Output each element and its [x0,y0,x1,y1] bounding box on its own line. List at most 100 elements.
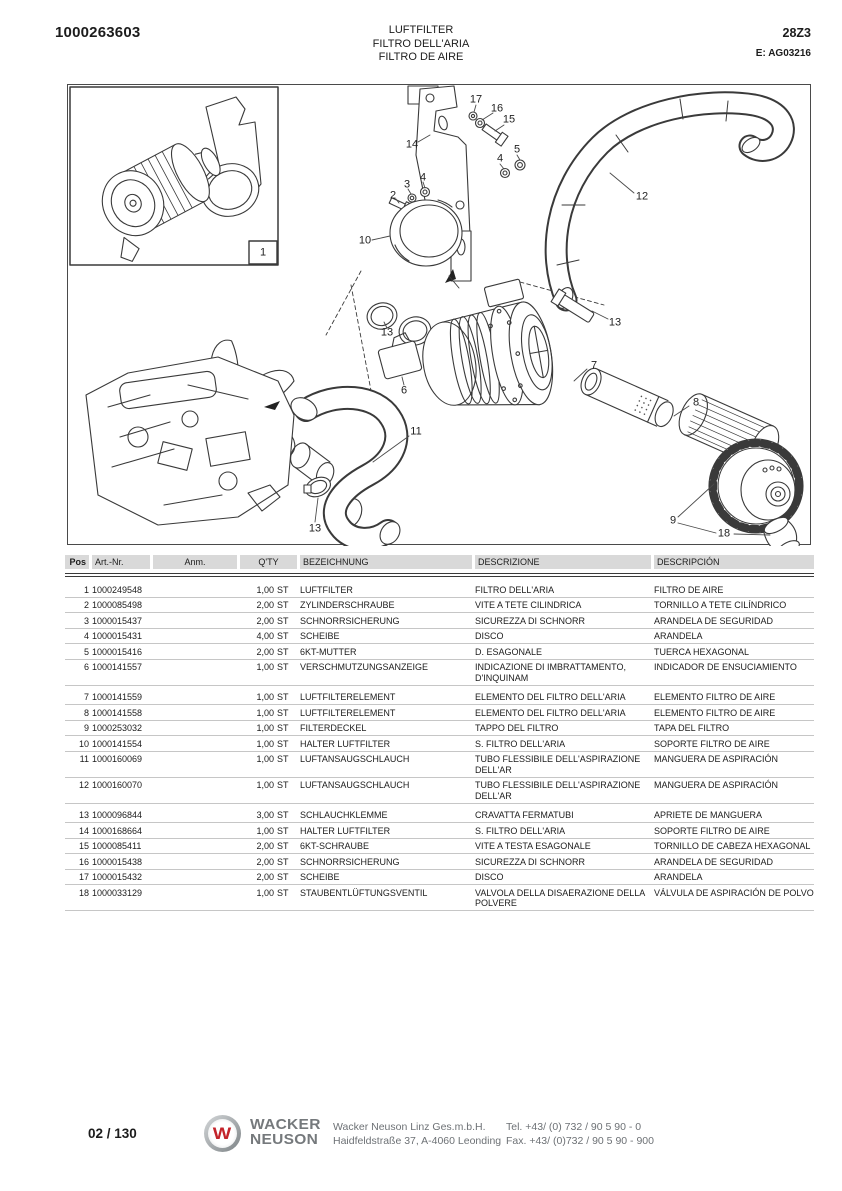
part-callout-11: 11 [410,425,422,438]
cell-pos: 10 [78,738,89,749]
cell-es: ELEMENTO FILTRO DE AIRE [654,692,776,702]
logo-word-1: WACKER [250,1116,321,1133]
cell-es: SOPORTE FILTRO DE AIRE [654,738,770,749]
logo-monogram: W [213,1124,232,1143]
cell-it: ELEMENTO DEL FILTRO DELL'ARIA [475,707,626,718]
cell-qty: 1,00 [256,780,274,790]
cell-pos: 18 [78,887,89,898]
cell-it: TUBO FLESSIBILE DELL'ASPIRAZIONE DELL'AR [475,754,641,775]
cell-pos: 4 [83,631,89,641]
cell-it: DISCO [475,872,504,882]
cell-bez: 6KT-MUTTER [300,646,357,657]
cell-unit: ST [277,646,289,657]
logo-word-2: NEUSON [250,1130,319,1148]
revision-code: E: AG03216 [755,48,811,59]
cell-pos: 6 [83,662,89,672]
cell-art: 1000168664 [92,825,143,836]
cell-bez: ZYLINDERSCHRAUBE [300,600,395,610]
part-callout-3: 3 [403,178,411,191]
part-callout-6: 6 [400,384,408,397]
part-callout-14: 14 [405,138,419,151]
cell-bez: SCHEIBE [300,631,340,641]
cell-art: 1000015438 [92,856,143,867]
cell-bez: LUFTFILTER [300,584,353,595]
code-block: 28Z3 E: AG03216 [756,26,811,59]
cell-qty: 2,00 [256,856,274,867]
part-callout-13: 13 [308,522,322,535]
cell-anm [153,585,237,596]
cell-es: ARANDELA [654,631,703,641]
cell-unit: ST [277,738,289,749]
cell-it: VITE A TETE CILINDRICA [475,600,582,610]
cell-es: SOPORTE FILTRO DE AIRE [654,825,770,836]
cell-art: 1000015432 [92,872,143,882]
cell-art: 1000096844 [92,810,143,820]
cell-anm [153,841,237,852]
ring-10-art [389,199,472,282]
part-callout-10: 10 [358,234,372,247]
cell-unit: ST [277,872,289,882]
leader-lines [314,104,771,536]
cell-anm [153,692,237,703]
cell-qty: 1,00 [256,754,274,764]
cell-es: APRIETE DE MANGUERA [654,810,763,820]
fax-number: Fax. +43/ (0)732 / 90 5 90 - 900 [506,1135,654,1147]
cell-pos: 16 [78,856,89,867]
part-callout-17: 17 [469,93,483,106]
cell-qty: 1,00 [256,707,274,718]
cover-9-art [708,438,804,546]
part-callout-12: 12 [635,190,649,203]
cell-qty: 4,00 [256,631,274,641]
cell-it: VALVOLA DELLA DISAERAZIONE DELLA POLVERE [475,887,645,909]
header-rule [65,573,814,577]
title-it: FILTRO DELL'ARIA [372,37,470,50]
page-indicator: 02 / 130 [88,1126,137,1141]
cell-pos: 3 [83,615,89,626]
cell-it: TUBO FLESSIBILE DELL'ASPIRAZIONE DELL'AR [475,780,641,801]
cell-es: MANGUERA DE ASPIRACIÓN [654,780,779,790]
cell-pos: 11 [79,754,89,764]
cell-es: ARANDELA DE SEGURIDAD [654,856,774,867]
cell-qty: 3,00 [256,810,274,820]
cell-bez: HALTER LUFTFILTER [300,738,391,749]
cell-es: ARANDELA DE SEGURIDAD [654,615,774,626]
cell-it: D. ESAGONALE [475,646,543,657]
part-callout-1: 1 [259,246,267,259]
cell-unit: ST [277,662,289,672]
cell-bez: LUFTFILTERELEMENT [300,692,396,702]
cell-bez: 6KT-SCHRAUBE [300,841,370,851]
cell-anm [153,631,237,642]
cell-art: 1000015437 [92,615,143,626]
part-callout-4: 4 [419,171,427,184]
cell-anm [153,780,237,801]
cell-art: 1000160069 [92,754,143,764]
cell-es: ELEMENTO FILTRO DE AIRE [654,707,776,718]
cell-unit: ST [277,707,289,718]
cell-it: CRAVATTA FERMATUBI [475,810,574,820]
cell-qty: 1,00 [256,723,274,733]
title-es: FILTRO DE AIRE [378,51,464,63]
cell-bez: SCHEIBE [300,872,340,882]
cell-bez: SCHNORRSICHERUNG [300,615,400,626]
cell-pos: 14 [78,825,89,836]
cell-bez: VERSCHMUTZUNGSANZEIGE [300,662,429,672]
cell-unit: ST [277,856,289,867]
cell-es: ARANDELA [654,872,703,882]
cell-es: TAPA DEL FILTRO [654,723,730,733]
cell-es: TORNILLO DE CABEZA HEXAGONAL [654,841,811,851]
cell-anm [153,616,237,627]
hose-11-art [290,385,409,546]
cell-anm [153,826,237,837]
cell-anm [153,888,237,909]
